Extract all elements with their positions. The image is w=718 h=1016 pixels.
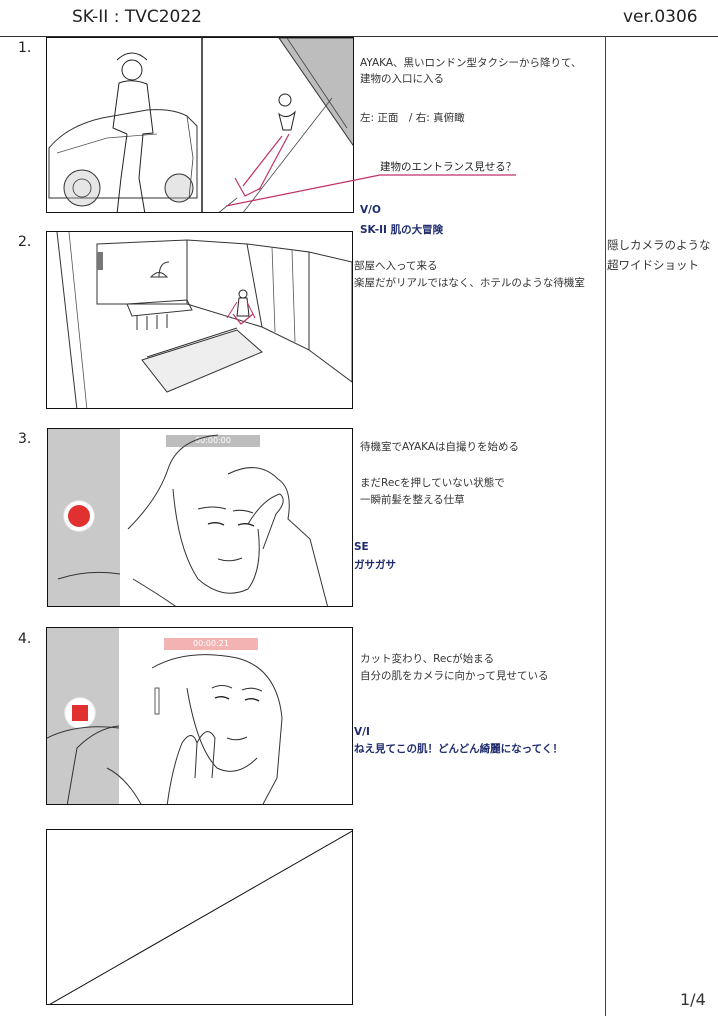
storyboard-title: SK-II : TVC2022	[72, 7, 202, 27]
stop-icon	[72, 705, 88, 721]
scene-4-sketch	[47, 654, 283, 804]
scene-3-number: 3.	[18, 431, 32, 447]
empty-frame	[46, 829, 353, 1005]
scene-1-number: 1.	[18, 40, 32, 56]
scene-3-se-text: ガサガサ	[354, 559, 396, 571]
record-icon	[68, 505, 90, 527]
scene-4-line-1: カット変わり、Recが始まる	[360, 653, 495, 665]
scene-3-se-label: SE	[354, 541, 369, 553]
scene-4-vi-label: V/I	[354, 726, 370, 738]
scene-1-line-1: AYAKA、黒いロンドン型タクシーから降りて、	[360, 57, 582, 69]
scene-3-sketch	[57, 434, 328, 606]
rec-timecode: 00:00:21	[164, 638, 258, 650]
scene-3-line-3: 一瞬前髪を整える仕草	[360, 494, 465, 506]
scene-3-line-2: まだRecを押していない状態で	[360, 477, 505, 489]
scene-3-line-1: 待機室でAYAKAは自撮りを始める	[360, 441, 520, 453]
scene-4-frame: 00:00:21	[46, 627, 353, 805]
scene-4-number: 4.	[18, 631, 32, 647]
scene-4-vi-text: ねえ見てこの肌！どんどん綺麗になってく！	[354, 743, 563, 755]
header-divider	[0, 36, 718, 37]
side-note-line-2: 超ワイドショット	[607, 258, 699, 272]
scene-2-sketch	[56, 232, 352, 408]
scene-1-sketch	[48, 38, 353, 212]
page-number: 1/4	[680, 990, 706, 1009]
scene-1-frame	[46, 37, 354, 213]
scene-2-frame	[46, 231, 353, 409]
scene-1-annotation-line	[225, 174, 516, 207]
scene-2-line-2: 楽屋だがリアルではなく、ホテルのような待機室	[354, 277, 585, 289]
scene-1-annotation: 建物のエントランス見せる？	[380, 161, 517, 173]
scene-4-line-2: 自分の肌をカメラに向かって見せている	[360, 670, 549, 682]
scene-1-vo-text: SK-II 肌の大冒険	[360, 224, 444, 236]
scene-2-line-1: 部屋へ入って来る	[354, 260, 438, 272]
column-divider	[605, 36, 606, 1016]
scene-1-line-2: 建物の入口に入る	[360, 73, 444, 85]
scene-1-line-3: 左: 正面 / 右: 真俯瞰	[360, 112, 465, 124]
scene-3-frame: 00:00:00	[47, 428, 353, 607]
empty-frame-diagonal	[49, 830, 352, 1004]
version-label: ver.0306	[623, 7, 698, 27]
scene-2-number: 2.	[18, 234, 32, 250]
side-note-line-1: 隠しカメラのような	[607, 238, 711, 252]
rec-timecode: 00:00:00	[166, 435, 260, 447]
scene-1-vo-label: V/O	[360, 204, 381, 216]
